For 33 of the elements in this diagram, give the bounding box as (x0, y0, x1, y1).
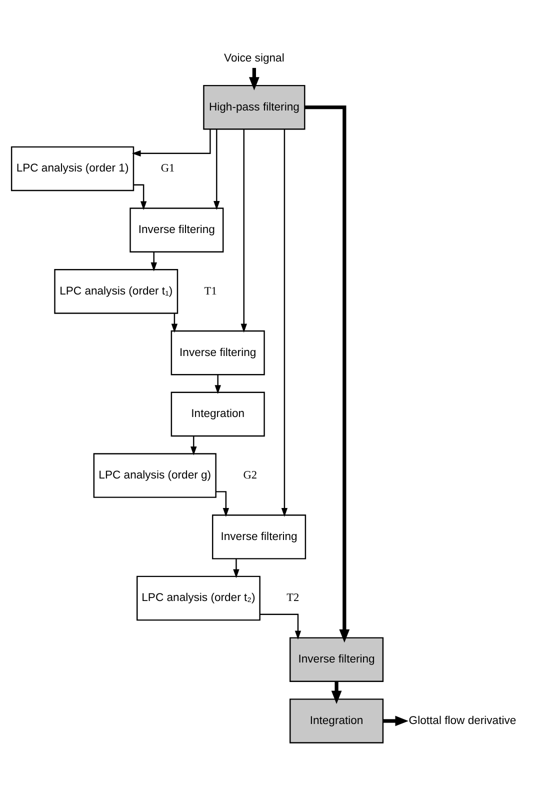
node-label: G2 (243, 469, 258, 482)
node-box: LPC analysis (order 1) (10, 146, 134, 191)
node-box: LPC analysis (order t₂) (136, 575, 260, 620)
arrow (216, 490, 230, 516)
arrow (171, 312, 178, 332)
arrow (248, 67, 260, 90)
arrow (214, 374, 221, 394)
node-box: Inverse filtering (170, 330, 265, 375)
node-box: Integration (170, 391, 265, 436)
arrow (260, 613, 302, 640)
arrow (383, 715, 408, 726)
node-text: Voice signal (224, 52, 284, 64)
arrow (304, 105, 350, 642)
arrow (331, 680, 342, 704)
arrow (214, 128, 220, 210)
arrow (132, 128, 211, 156)
node-label: T2 (286, 592, 300, 604)
node-box: Inverse filtering (290, 636, 384, 682)
arrow (190, 435, 197, 455)
node-box: Inverse filtering (130, 207, 224, 252)
arrow (240, 128, 247, 332)
node-label: G1 (160, 162, 175, 174)
node-box: Integration (290, 698, 384, 743)
arrow (233, 558, 240, 578)
arrow (150, 251, 157, 271)
arrow (134, 184, 147, 210)
node-box: LPC analysis (order g) (93, 452, 216, 498)
arrow (281, 128, 288, 516)
node-label: T1 (204, 284, 217, 297)
node-box: High-pass filtering (203, 84, 306, 130)
node-box: Inverse filtering (212, 514, 306, 559)
node-text: Glottal flow derivative (408, 714, 516, 726)
node-box: LPC analysis (order t₁) (54, 268, 178, 314)
